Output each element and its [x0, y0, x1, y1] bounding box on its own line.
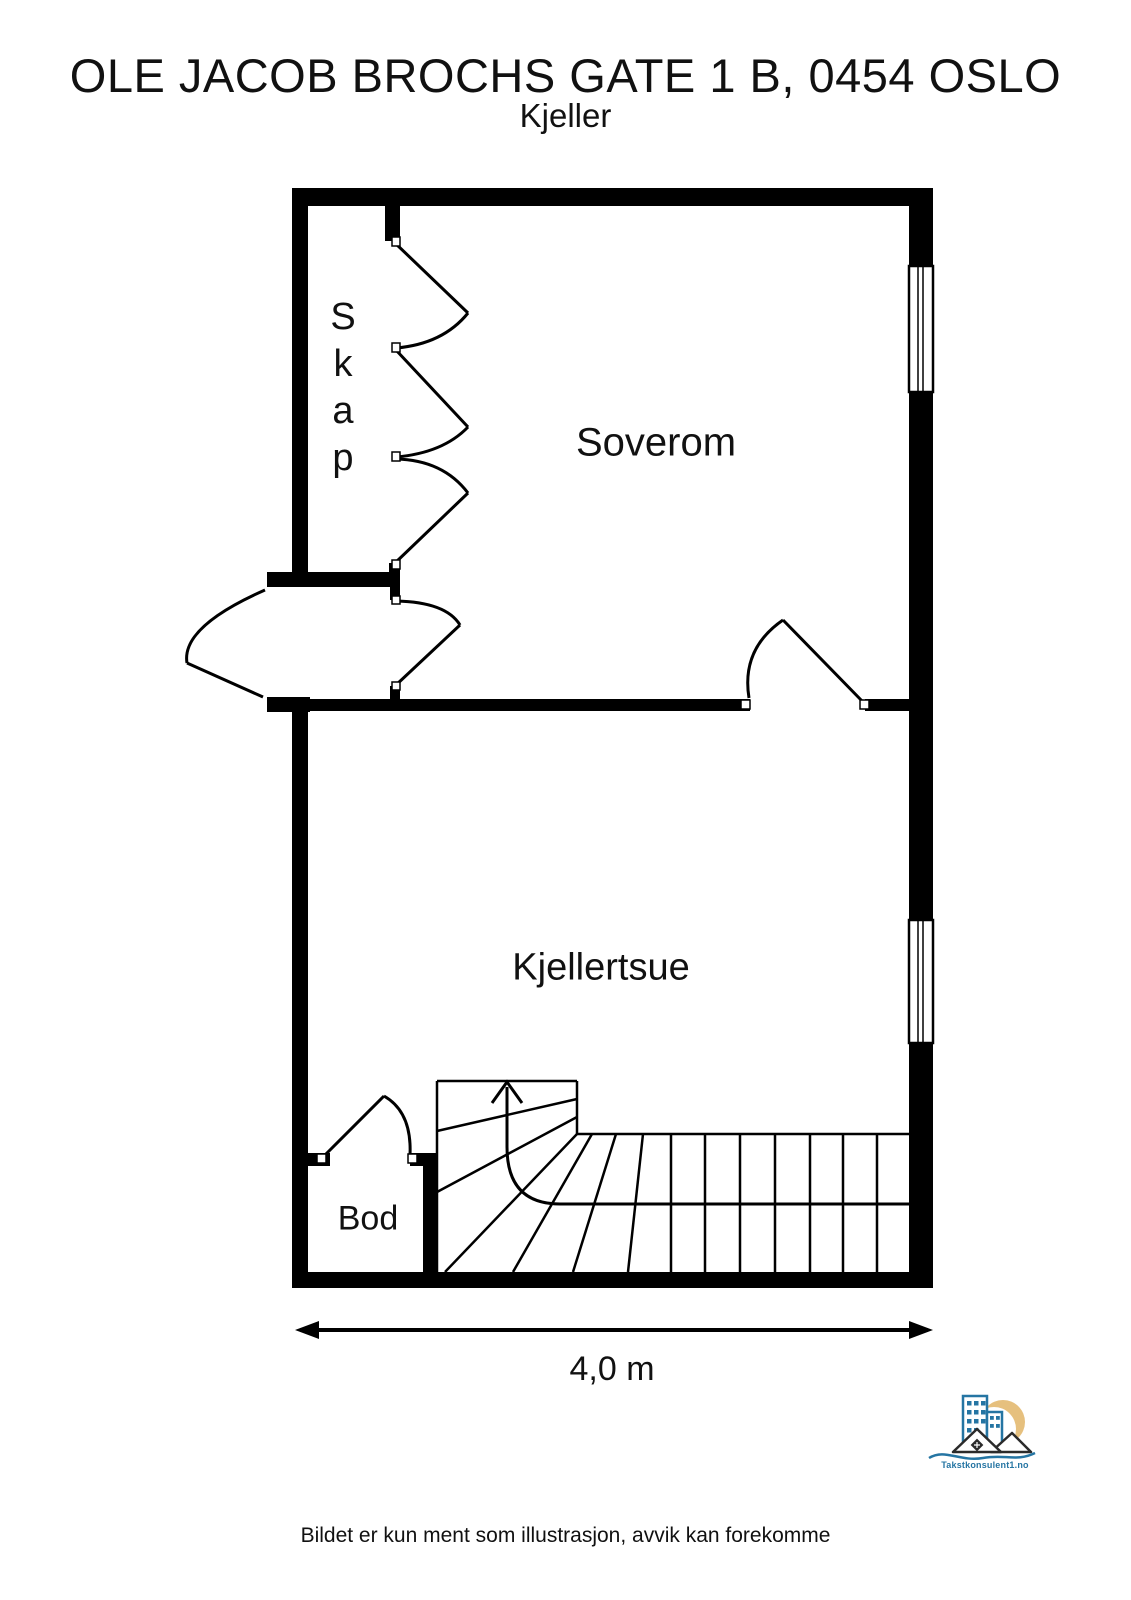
floor-name: Kjeller: [519, 97, 612, 134]
window-top: [907, 264, 935, 394]
vestibule-door: [394, 599, 462, 687]
room-label-living: Kjellertsue: [512, 946, 690, 989]
logo-graphic: [928, 1394, 1036, 1460]
door-hinges: [316, 236, 870, 1164]
logo: Takstkonsulent1.no: [925, 1460, 1045, 1470]
window-middle: [907, 918, 935, 1045]
room-label-storage: Bod: [337, 1199, 399, 1238]
logo-text: Takstkonsulent1.no: [941, 1460, 1029, 1470]
closet-doors: [393, 241, 470, 565]
room-label-closet: Skap: [322, 296, 364, 484]
dimension-arrow: [295, 1321, 933, 1339]
storage-door: [321, 1094, 412, 1159]
entry-door: [185, 588, 266, 699]
dimension-label: 4,0 m: [569, 1350, 655, 1388]
disclaimer-text: Bildet er kun ment som illustrasjon, avv…: [300, 1524, 831, 1547]
room-label-bedroom: Soverom: [575, 420, 737, 465]
walls: [267, 188, 933, 1288]
bedroom-door: [746, 618, 866, 705]
page-title: OLE JACOB BROCHS GATE 1 B, 0454 OSLO: [69, 49, 1062, 102]
stair-walk-line-arrow: [490, 1079, 909, 1206]
